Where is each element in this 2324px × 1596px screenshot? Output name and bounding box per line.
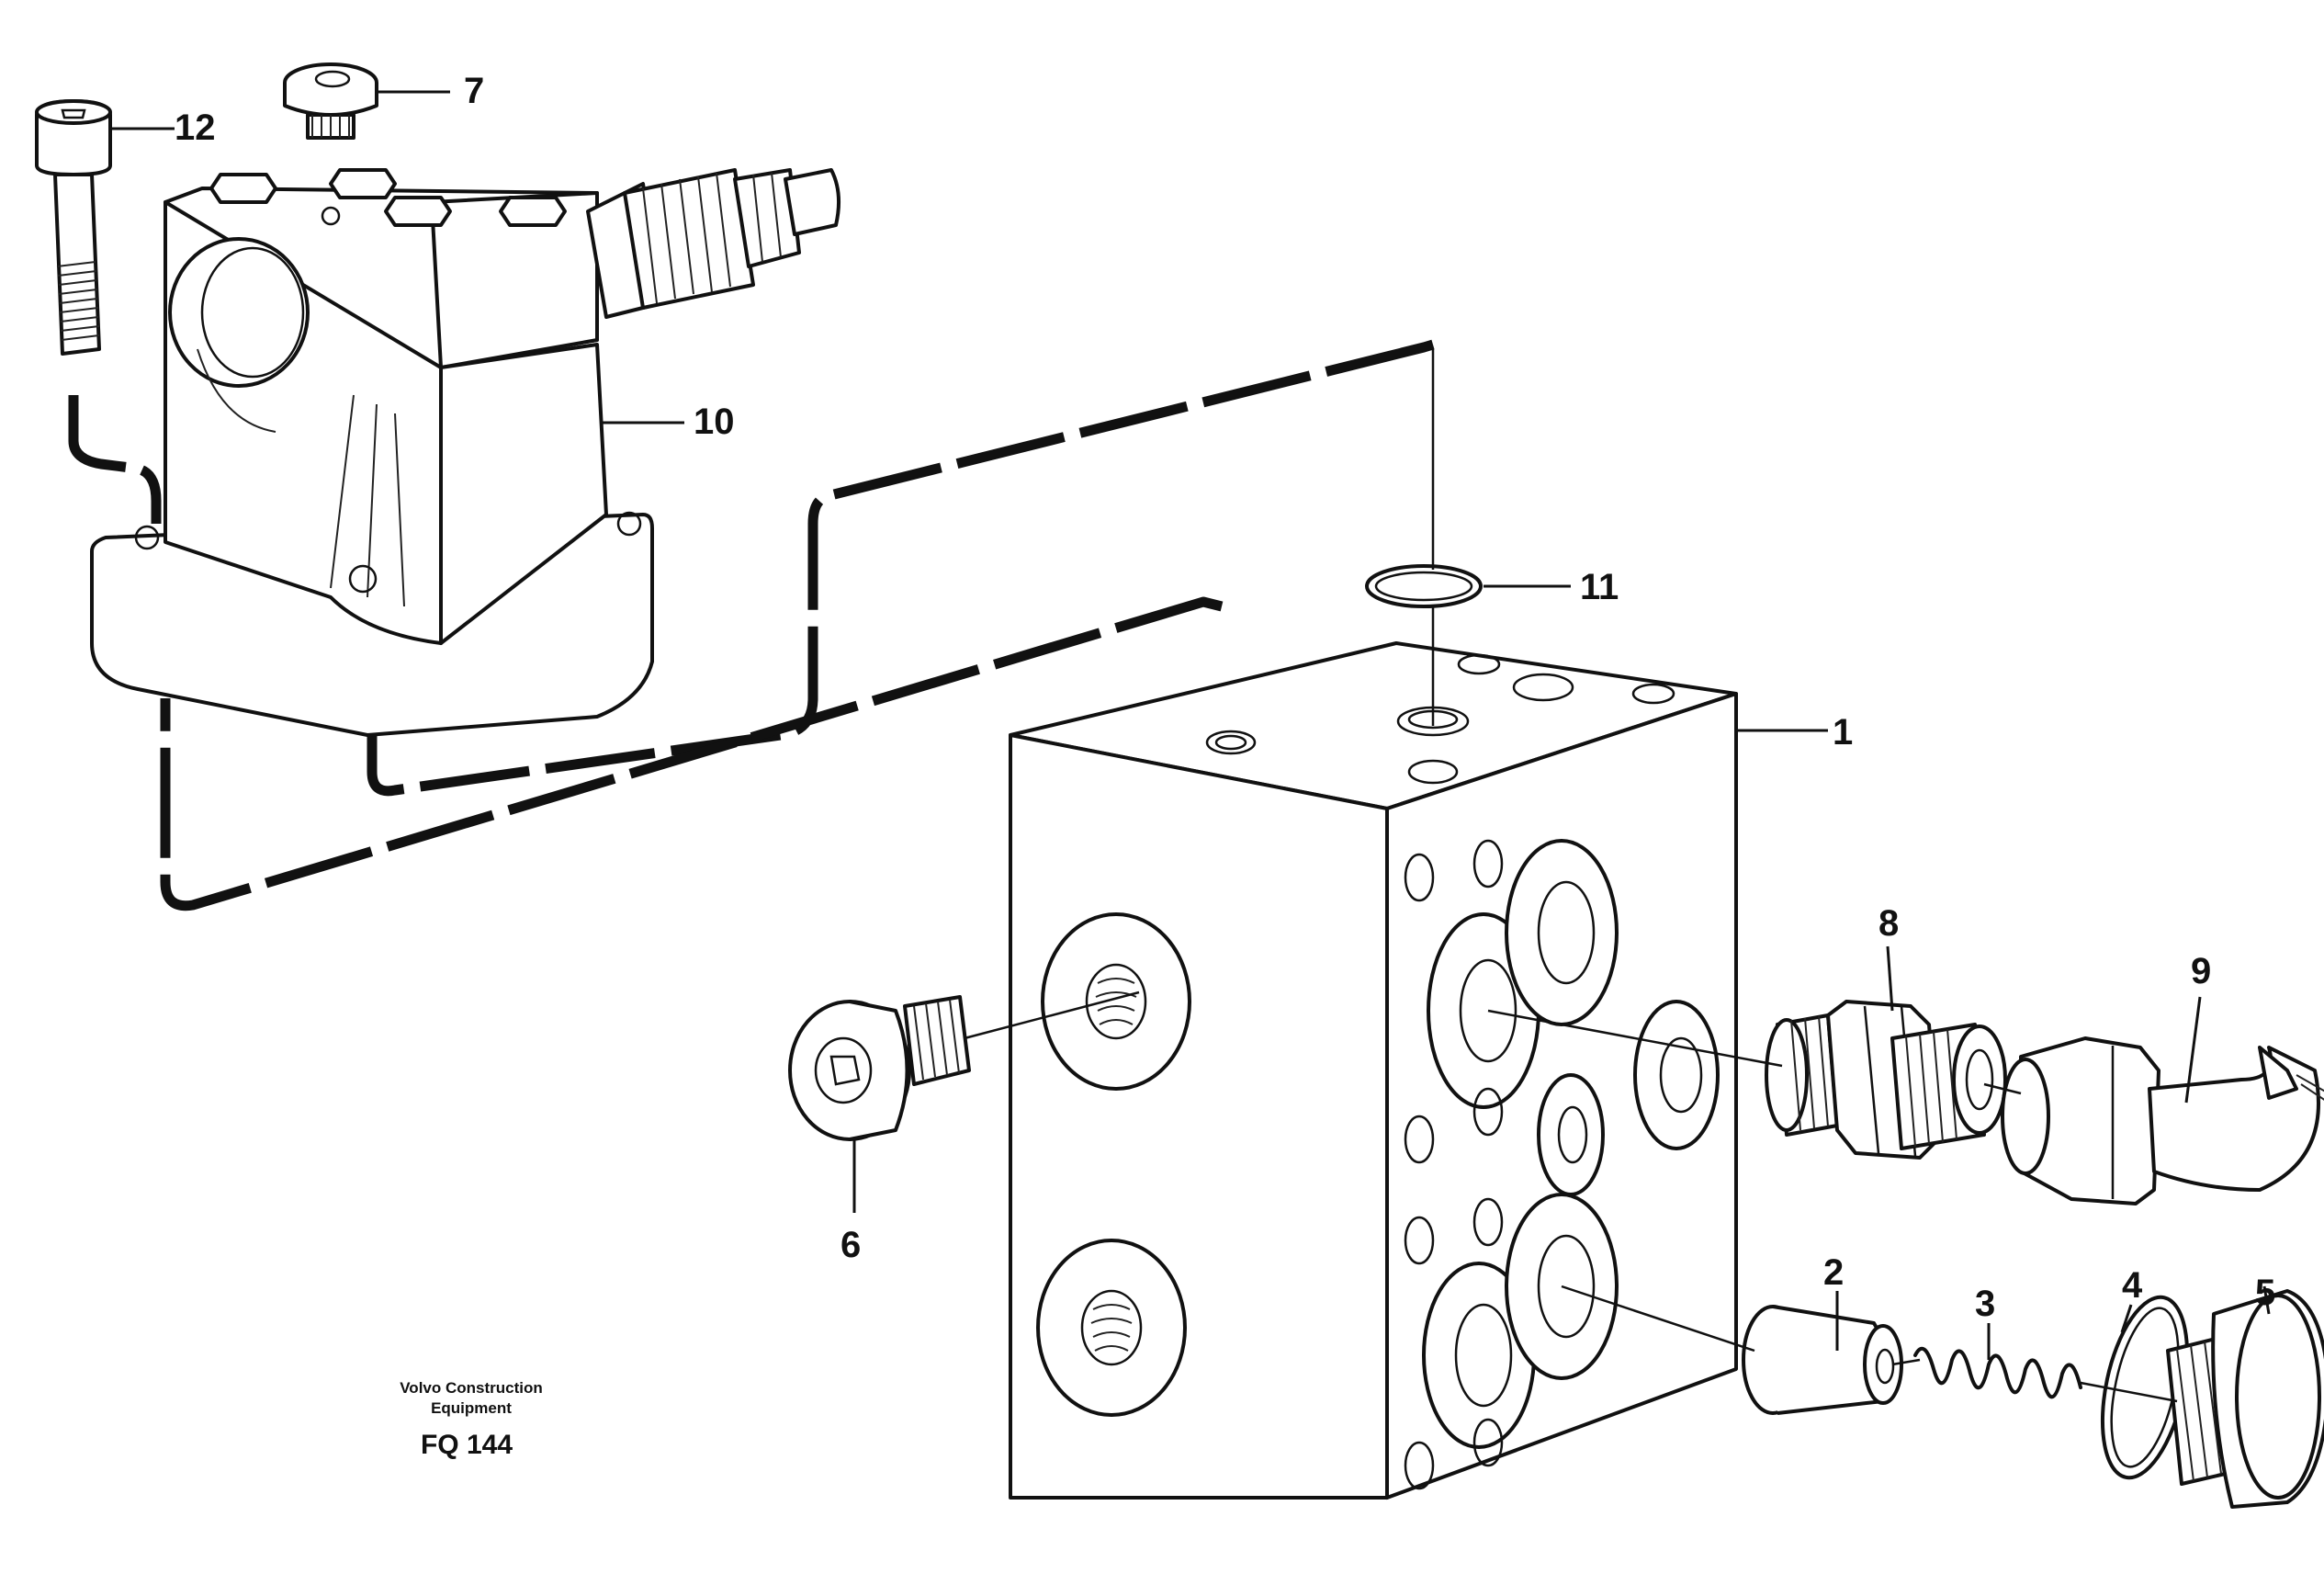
callout-2: 2 (1823, 1252, 1844, 1293)
long-cap-screw (35, 99, 112, 356)
caption-line-2: Equipment (431, 1399, 512, 1417)
adapter-fitting (1765, 1000, 2007, 1160)
elbow-fitting (2001, 1036, 2324, 1205)
side-port-plug (788, 995, 971, 1141)
callout-12: 12 (175, 108, 216, 148)
callout-1: 1 (1833, 712, 1853, 753)
caption-line-1: Volvo Construction (400, 1379, 543, 1397)
poppet-piston (1742, 1305, 1903, 1415)
socket-head-plug (283, 62, 378, 140)
diagram-caption: Volvo Construction Equipment FQ 144 (400, 1379, 543, 1460)
leader-lines (110, 90, 2271, 1360)
callout-9: 9 (2191, 951, 2211, 991)
dashed-routing-lines (68, 339, 1435, 911)
assembly-axis-lines (964, 349, 2178, 1403)
compression-spring (1913, 1346, 2082, 1398)
callout-5: 5 (2255, 1273, 2275, 1313)
callout-11: 11 (1580, 567, 1619, 607)
solenoid-cartridge (586, 168, 841, 319)
callout-3: 3 (1975, 1284, 1995, 1324)
o-ring-top (1365, 564, 1483, 608)
callout-10: 10 (694, 402, 735, 442)
pilot-valve-hex-caps (209, 168, 567, 227)
callout-8: 8 (1878, 903, 1899, 944)
callout-labels: 12 7 10 11 1 8 9 6 2 3 4 5 (175, 71, 2275, 1324)
callout-4: 4 (2122, 1265, 2143, 1306)
main-valve-block (1009, 641, 1738, 1500)
pilot-valve-body (90, 187, 654, 737)
diagram-code: FQ 144 (421, 1430, 513, 1460)
callout-7: 7 (464, 71, 484, 111)
end-plug (2166, 1289, 2324, 1509)
callout-6: 6 (840, 1225, 861, 1265)
